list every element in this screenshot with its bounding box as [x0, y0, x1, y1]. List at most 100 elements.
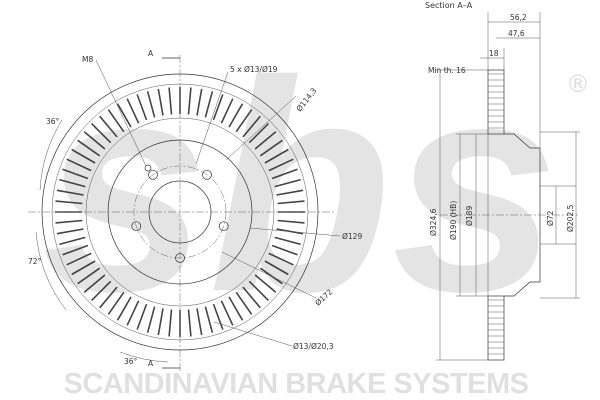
- cooling-vane: [264, 260, 289, 276]
- cooling-vane: [136, 303, 148, 330]
- cooling-vane: [271, 168, 298, 180]
- cooling-vane: [136, 94, 148, 121]
- logo-watermark-text: sbs: [42, 18, 559, 354]
- inner-diameter-label: Ø189: [465, 206, 474, 226]
- cooling-vane: [277, 200, 305, 205]
- bolt-hole: [148, 169, 158, 180]
- cooling-vane: [220, 300, 234, 326]
- section-marker-top: A: [148, 49, 154, 58]
- cooling-vane: [277, 219, 305, 224]
- cooling-vane: [71, 260, 96, 276]
- cooling-vane: [99, 115, 118, 138]
- cooling-vane: [59, 178, 86, 188]
- cooling-vane: [268, 252, 294, 266]
- hub-diameter-label: Ø129: [342, 232, 362, 241]
- footer-brand-text: SCANDINAVIAN BRAKE SYSTEMS: [63, 368, 528, 400]
- cooling-vane: [228, 103, 244, 128]
- cooling-vane: [83, 131, 106, 150]
- section-marker-bottom: A: [148, 359, 154, 368]
- cooling-vane: [228, 296, 244, 321]
- cooling-vane: [248, 280, 269, 301]
- m8-thread-hole: [144, 164, 152, 172]
- friction-ring-top: [487, 69, 505, 135]
- cooling-vane: [212, 303, 224, 330]
- angle-label-left: 72°: [28, 257, 42, 266]
- cooling-vane: [212, 94, 224, 121]
- cooling-vane: [107, 291, 125, 315]
- bolt-pattern-label: 5 x Ø13/Ø19: [230, 65, 278, 74]
- cooling-vane: [259, 139, 283, 157]
- cooling-vane: [116, 103, 132, 128]
- angle-arc-left: [35, 231, 67, 311]
- cooling-vane: [274, 178, 301, 188]
- hat-diameter-label: Ø202,5: [566, 204, 575, 232]
- vane-section-hatch: [488, 73, 504, 355]
- disc-thickness-label: 18: [489, 49, 499, 58]
- hole-spec-leader-line: [213, 321, 293, 347]
- overall-width-label: 56,2: [510, 13, 527, 22]
- cooling-vane: [56, 189, 84, 196]
- cooling-vane: [62, 168, 89, 180]
- cooling-vane: [254, 131, 277, 150]
- thread-label: M8: [82, 55, 93, 64]
- angle-arc-bottom: [119, 351, 169, 363]
- outer-diameter-label: Ø324,6: [429, 208, 438, 236]
- sbs-watermark-logo: sbs: [42, 18, 559, 354]
- cooling-vane: [204, 91, 214, 118]
- cooling-vane: [126, 98, 140, 124]
- cooling-vane: [274, 236, 301, 246]
- cooling-vane: [99, 286, 118, 309]
- cooling-vane: [248, 123, 269, 144]
- section-title: Section A–A: [425, 1, 473, 10]
- cooling-vane: [220, 98, 234, 124]
- cooling-vane: [62, 244, 89, 256]
- cooling-vane: [157, 308, 164, 336]
- cooling-vane: [196, 308, 203, 336]
- cooling-vane: [55, 200, 83, 205]
- m8-leader-line: [95, 59, 147, 167]
- cooling-vane: [59, 236, 86, 246]
- pcd-leader-line: [225, 95, 297, 161]
- cooling-vane: [71, 148, 96, 164]
- cooling-vane: [276, 189, 304, 196]
- cooling-vane: [91, 123, 112, 144]
- cooling-vane: [146, 91, 156, 118]
- cooling-vane: [196, 88, 203, 116]
- cooling-vane: [235, 109, 253, 133]
- bolt-hole: [202, 169, 212, 180]
- cooling-vane: [168, 87, 173, 115]
- cooling-vane: [66, 252, 92, 266]
- min-thickness-label: Min th. 16: [428, 66, 466, 75]
- bolt-hole: [218, 221, 229, 232]
- angle-label-top: 36°: [46, 117, 60, 126]
- cooling-vane: [66, 158, 92, 172]
- cooling-vane: [242, 115, 261, 138]
- cooling-vane: [157, 88, 164, 116]
- cooling-vane: [77, 267, 101, 285]
- bolt-pattern-leader-line: [195, 71, 229, 165]
- hole-spec-label: Ø13/Ø20,3: [293, 342, 334, 351]
- cooling-vane: [187, 309, 192, 337]
- cooling-vane: [204, 306, 214, 333]
- cooling-vane: [242, 286, 261, 309]
- bore-leader-line: [221, 251, 317, 299]
- cooling-vane: [254, 274, 277, 293]
- cooling-vane: [56, 228, 84, 235]
- cooling-vane: [107, 109, 125, 133]
- angle-arc-top: [39, 119, 63, 191]
- cooling-vane: [168, 309, 173, 337]
- cooling-vane: [126, 300, 140, 326]
- friction-ring-bottom: [487, 295, 505, 361]
- registered-mark-icon: ®: [566, 70, 590, 98]
- inner-diameter-hb-label: Ø190 (HB): [449, 201, 458, 240]
- cooling-vane: [264, 148, 289, 164]
- bolt-hole: [131, 221, 142, 232]
- cooling-vane: [268, 158, 294, 172]
- cooling-vane: [55, 219, 83, 224]
- cooling-vane: [116, 296, 132, 321]
- cooling-vane: [187, 87, 192, 115]
- cooling-vane: [271, 244, 298, 256]
- cooling-vane: [91, 280, 112, 301]
- cooling-vane: [77, 139, 101, 157]
